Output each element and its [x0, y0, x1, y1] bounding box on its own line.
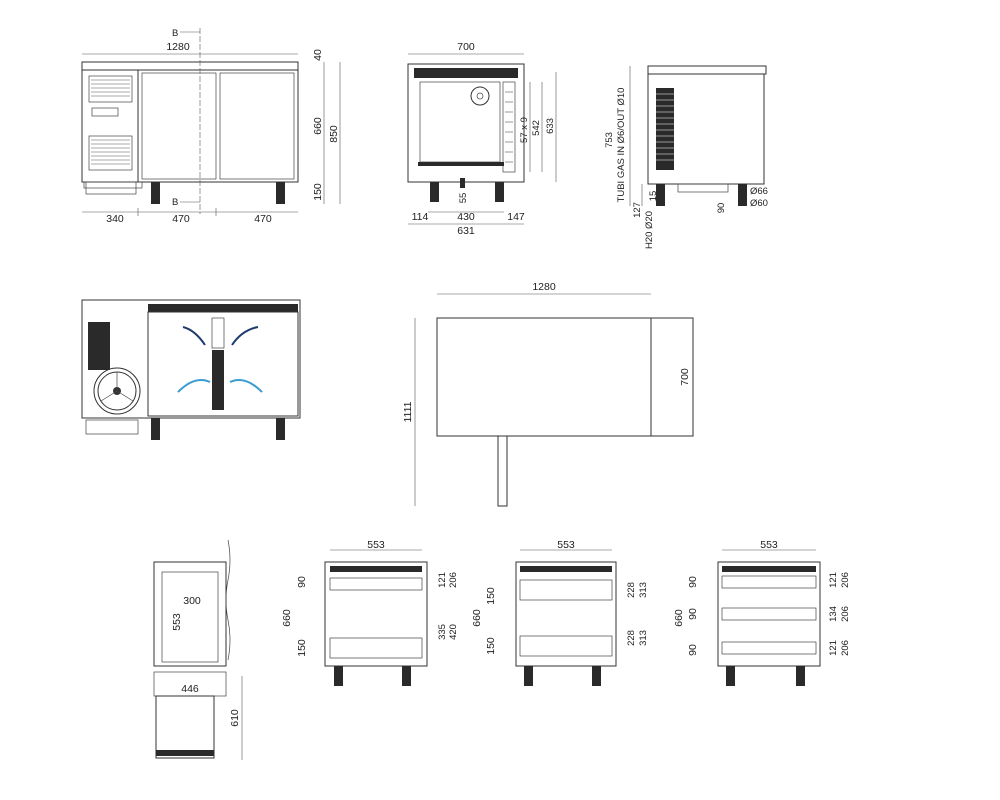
plan-view: 1280 1111 700	[402, 281, 694, 507]
door-detail: 300 553 446 610	[153, 539, 243, 760]
dim-width: 553	[557, 539, 575, 551]
dim-206c: 206	[840, 640, 851, 656]
dim-228a: 228	[626, 582, 637, 598]
dim-90: 90	[716, 203, 727, 214]
dim-fan-gap: 55	[458, 193, 469, 204]
drawer-config-3: 553 660 90 90 90 121 206 134 206 121 206	[673, 539, 851, 686]
gas-pipe-label: TUBI GAS IN Ø6/OUT Ø10	[616, 88, 627, 203]
dim-right: 147	[507, 211, 525, 223]
interior-view	[81, 299, 301, 440]
dim-top: 40	[312, 49, 324, 61]
section-label-bottom: B	[172, 197, 178, 208]
dim-total: 850	[328, 125, 340, 143]
dim-depth: 631	[457, 225, 475, 237]
dim-height: 660	[281, 609, 293, 627]
dim-overall: 1111	[402, 401, 414, 422]
dim-300: 300	[183, 595, 201, 607]
dim-610: 610	[229, 709, 241, 727]
dim-121b: 121	[828, 640, 839, 656]
dim-height: 660	[673, 609, 685, 627]
dim-legs: 150	[312, 183, 324, 201]
dim-depth: 700	[679, 368, 691, 386]
dim-15: 15	[648, 191, 659, 202]
dim-313b: 313	[638, 630, 649, 646]
dim-width: 553	[760, 539, 778, 551]
dim-height: 753	[604, 132, 615, 148]
dim-top: 150	[485, 587, 497, 605]
louvre-grille	[88, 75, 133, 171]
dim-width: 700	[457, 41, 475, 53]
dim-right: 470	[254, 213, 272, 225]
dim-127: 127	[632, 202, 643, 218]
dim-206a: 206	[840, 572, 851, 588]
dim-left: 340	[106, 213, 124, 225]
dim-553: 553	[171, 613, 183, 631]
dim-121a: 121	[828, 572, 839, 588]
drain-label: H20 Ø20	[644, 211, 655, 249]
dim-206b: 206	[840, 606, 851, 622]
dim-width: 1280	[532, 281, 556, 293]
dim-inner: 430	[457, 211, 475, 223]
dim-bottom: 150	[296, 639, 308, 657]
dim-mid: 470	[172, 213, 190, 225]
section-label-top: B	[172, 28, 178, 39]
dim-left: 114	[412, 211, 429, 223]
dim-313a: 313	[638, 582, 649, 598]
dim-335: 335	[437, 624, 448, 640]
dim-d66: Ø66	[750, 186, 768, 197]
dim-206: 206	[448, 572, 459, 588]
side-section-view: 700 114 430 147 631 55 57 x 9 542 633	[407, 41, 557, 237]
drawer-config-2b: 553 660 150 150 228 313 228 313	[471, 539, 649, 686]
dim-b: 90	[687, 608, 699, 620]
front-view: B B 1280 340 470 470 40 660 850 150	[81, 28, 341, 225]
dim-width: 553	[367, 539, 385, 551]
dim-d60: Ø60	[750, 198, 768, 209]
dim-420: 420	[448, 624, 459, 640]
dim-134: 134	[828, 606, 839, 622]
drawer-config-2: 553 660 90 150 121 206 335 420	[281, 539, 459, 686]
dim-446: 446	[181, 683, 199, 695]
dim-height: 660	[471, 609, 483, 627]
side-view: 753 TUBI GAS IN Ø6/OUT Ø10 127 H20 Ø20 1…	[604, 65, 768, 249]
dim-height: 633	[545, 118, 556, 134]
dim-bottom: 150	[485, 637, 497, 655]
dim-top: 90	[296, 576, 308, 588]
dim-a: 90	[687, 576, 699, 588]
dim-228b: 228	[626, 630, 637, 646]
dim-shelves: 57 x 9	[519, 117, 530, 143]
dim-body: 660	[312, 117, 324, 135]
dim-width: 1280	[166, 41, 190, 53]
dim-121: 121	[437, 572, 448, 588]
dim-c: 90	[687, 644, 699, 656]
dim-inner-height: 542	[531, 120, 542, 136]
